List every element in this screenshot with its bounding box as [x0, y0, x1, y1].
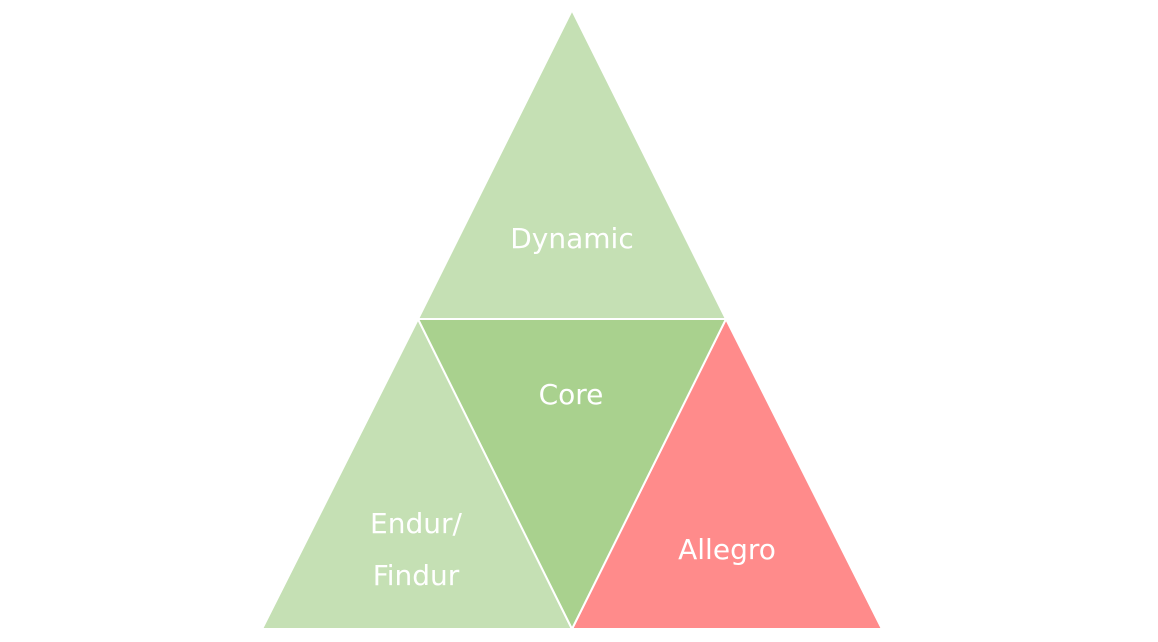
label-bottom-left-line1: Endur/ [370, 507, 462, 540]
label-center: Core [539, 378, 604, 411]
label-top: Dynamic [510, 222, 633, 255]
segment-center [416, 318, 728, 632]
label-bottom-left-line2: Findur [373, 559, 460, 592]
label-bottom-right: Allegro [678, 533, 776, 566]
segment-top [416, 7, 728, 320]
